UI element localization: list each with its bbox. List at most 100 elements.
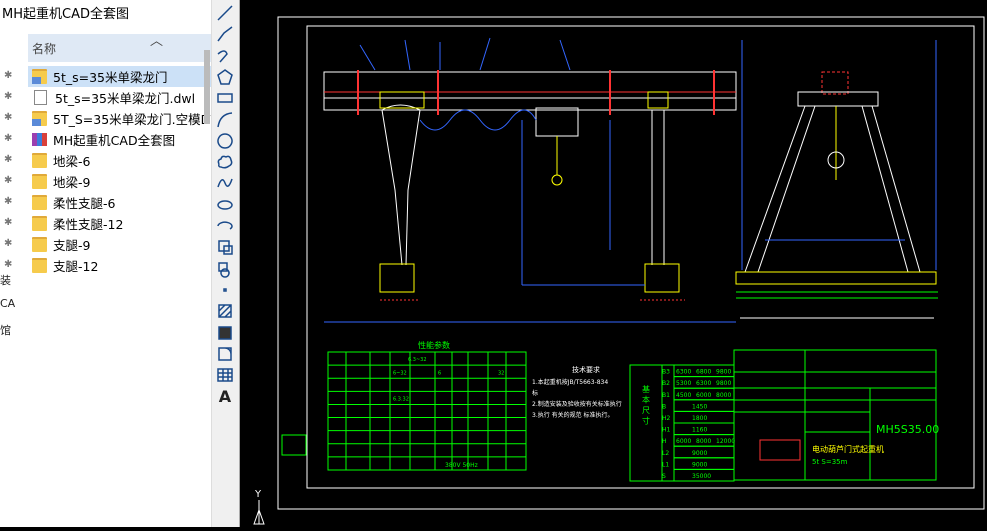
- line-tool-icon[interactable]: [215, 3, 235, 23]
- pin-icon[interactable]: ✱: [4, 70, 13, 81]
- pin-icon[interactable]: ✱: [4, 196, 13, 207]
- file-explorer-panel: MH起重机CAD全套图 名称 ︿ 5t_s=35米单梁龙门 5t_s=35米单梁龙…: [0, 0, 211, 527]
- folder-icon: [32, 69, 47, 84]
- dim-code: B2: [662, 380, 670, 387]
- front-view: [323, 37, 737, 323]
- folder-icon: [32, 237, 47, 252]
- file-name: 5t_s=35米单梁龙门: [53, 70, 168, 85]
- file-list-item[interactable]: 柔性支腿-6: [28, 192, 211, 213]
- file-list-item[interactable]: 5T_S=35米单梁龙门.空模DWG: [28, 108, 211, 129]
- spline-tool-icon[interactable]: [215, 173, 235, 193]
- file-list-item[interactable]: 5t_s=35米单梁龙门: [28, 66, 211, 87]
- file-list-item[interactable]: MH起重机CAD全套图: [28, 129, 211, 150]
- file-name: 5t_s=35米单梁龙门.dwl: [55, 91, 196, 106]
- dim-value: 1800: [692, 415, 707, 422]
- nav-pane-label[interactable]: CA: [0, 297, 16, 310]
- file-name: 柔性支腿-6: [53, 196, 116, 211]
- dim-value: 9000: [692, 450, 707, 457]
- arc-polyline-tool-icon[interactable]: [215, 46, 235, 66]
- file-list-item[interactable]: 支腿-12: [28, 255, 211, 276]
- dim-value: 4500: [676, 392, 691, 399]
- outer-frame: [277, 16, 985, 510]
- ucs-arrow: [253, 508, 265, 525]
- inner-frame: [306, 25, 975, 489]
- spec-cell: 6.3~32: [408, 357, 427, 363]
- text-tool-icon[interactable]: A: [215, 386, 235, 406]
- dim-code: B1: [662, 392, 670, 399]
- dim-value: 1160: [692, 427, 707, 434]
- dim-value: 6000: [696, 392, 711, 399]
- pin-icon[interactable]: ✱: [4, 217, 13, 228]
- dim-value: 12000: [716, 438, 735, 445]
- dim-value: 6300: [676, 369, 691, 376]
- dim-value: 9000: [692, 461, 707, 468]
- dim-code: B: [662, 403, 666, 410]
- region-tool-icon[interactable]: [215, 344, 235, 364]
- pin-icon[interactable]: ✱: [4, 154, 13, 165]
- dim-code: H: [662, 438, 667, 445]
- folder-icon: [32, 195, 47, 210]
- draw-toolbar: A: [211, 0, 240, 527]
- file-name: MH起重机CAD全套图: [53, 133, 176, 148]
- file-name: 柔性支腿-12: [53, 217, 124, 232]
- dim-code: S: [662, 473, 666, 480]
- file-list-item[interactable]: 支腿-9: [28, 234, 211, 255]
- side-view: [735, 40, 938, 319]
- pin-icon[interactable]: ✱: [4, 112, 13, 123]
- folder-icon: [32, 258, 47, 273]
- pin-icon[interactable]: ✱: [4, 238, 13, 249]
- column-header[interactable]: 名称 ︿: [28, 34, 211, 62]
- arc-tool-icon[interactable]: [215, 110, 235, 130]
- scrollbar-thumb[interactable]: [204, 50, 210, 124]
- nav-pane-label[interactable]: 装: [0, 274, 11, 287]
- pin-icon[interactable]: ✱: [4, 133, 13, 144]
- ucs-axis-label: Y: [254, 489, 262, 500]
- dim-value: 6000: [676, 438, 691, 445]
- file-name: 支腿-9: [53, 238, 91, 253]
- tech-requirements: 1.本起重机按JB/T5663-834标2.制造安装及验收按有关标准执行3.执行…: [532, 378, 622, 419]
- dim-value: 8000: [696, 438, 711, 445]
- dim-value: 6800: [696, 369, 711, 376]
- nav-pane-label[interactable]: 馆: [0, 324, 11, 337]
- ellipse-arc-tool-icon[interactable]: [215, 216, 235, 236]
- insert-block-tool-icon[interactable]: [215, 237, 235, 257]
- dim-value: 5300: [676, 380, 691, 387]
- file-name: 地梁-6: [53, 154, 91, 169]
- hatch-tool-icon[interactable]: [215, 301, 235, 321]
- pin-icon[interactable]: ✱: [4, 175, 13, 186]
- file-list-item[interactable]: 5t_s=35米单梁龙门.dwl: [28, 87, 211, 108]
- dim-value: 1450: [692, 403, 707, 410]
- gradient-tool-icon[interactable]: [215, 323, 235, 343]
- file-list-item[interactable]: 地梁-9: [28, 171, 211, 192]
- spec-cell: 6~32: [393, 370, 407, 376]
- file-name: 支腿-12: [53, 259, 99, 274]
- circle-tool-icon[interactable]: [215, 131, 235, 151]
- chevron-up-icon[interactable]: ︿: [150, 34, 164, 49]
- ellipse-tool-icon[interactable]: [215, 195, 235, 215]
- revision-cloud-tool-icon[interactable]: [215, 152, 235, 172]
- polyline-tool-icon[interactable]: [215, 24, 235, 44]
- pin-icon[interactable]: ✱: [4, 259, 13, 270]
- rectangle-tool-icon[interactable]: [215, 88, 235, 108]
- spec-cell: 6.3.32: [393, 397, 409, 403]
- file-list-item[interactable]: 柔性支腿-12: [28, 213, 211, 234]
- make-block-tool-icon[interactable]: [215, 259, 235, 279]
- title-block: [733, 349, 937, 481]
- polygon-tool-icon[interactable]: [215, 67, 235, 87]
- stamp-box: [281, 434, 307, 456]
- spec-table-title: 性能参数: [418, 340, 450, 350]
- point-tool-icon[interactable]: [215, 280, 235, 300]
- spec-cell: 6: [438, 370, 441, 376]
- file-name: 地梁-9: [53, 175, 91, 190]
- spec-cell: 32: [498, 370, 504, 376]
- file-list-item[interactable]: 地梁-6: [28, 150, 211, 171]
- folder-icon: [32, 174, 47, 189]
- dim-value: 9800: [716, 380, 731, 387]
- explorer-title: MH起重机CAD全套图: [2, 7, 129, 22]
- document-icon: [34, 90, 47, 105]
- spec-table: 6.3~32 6~32 6 32 6.3.32: [327, 351, 527, 471]
- table-tool-icon[interactable]: [215, 365, 235, 385]
- pin-icon[interactable]: ✱: [4, 91, 13, 102]
